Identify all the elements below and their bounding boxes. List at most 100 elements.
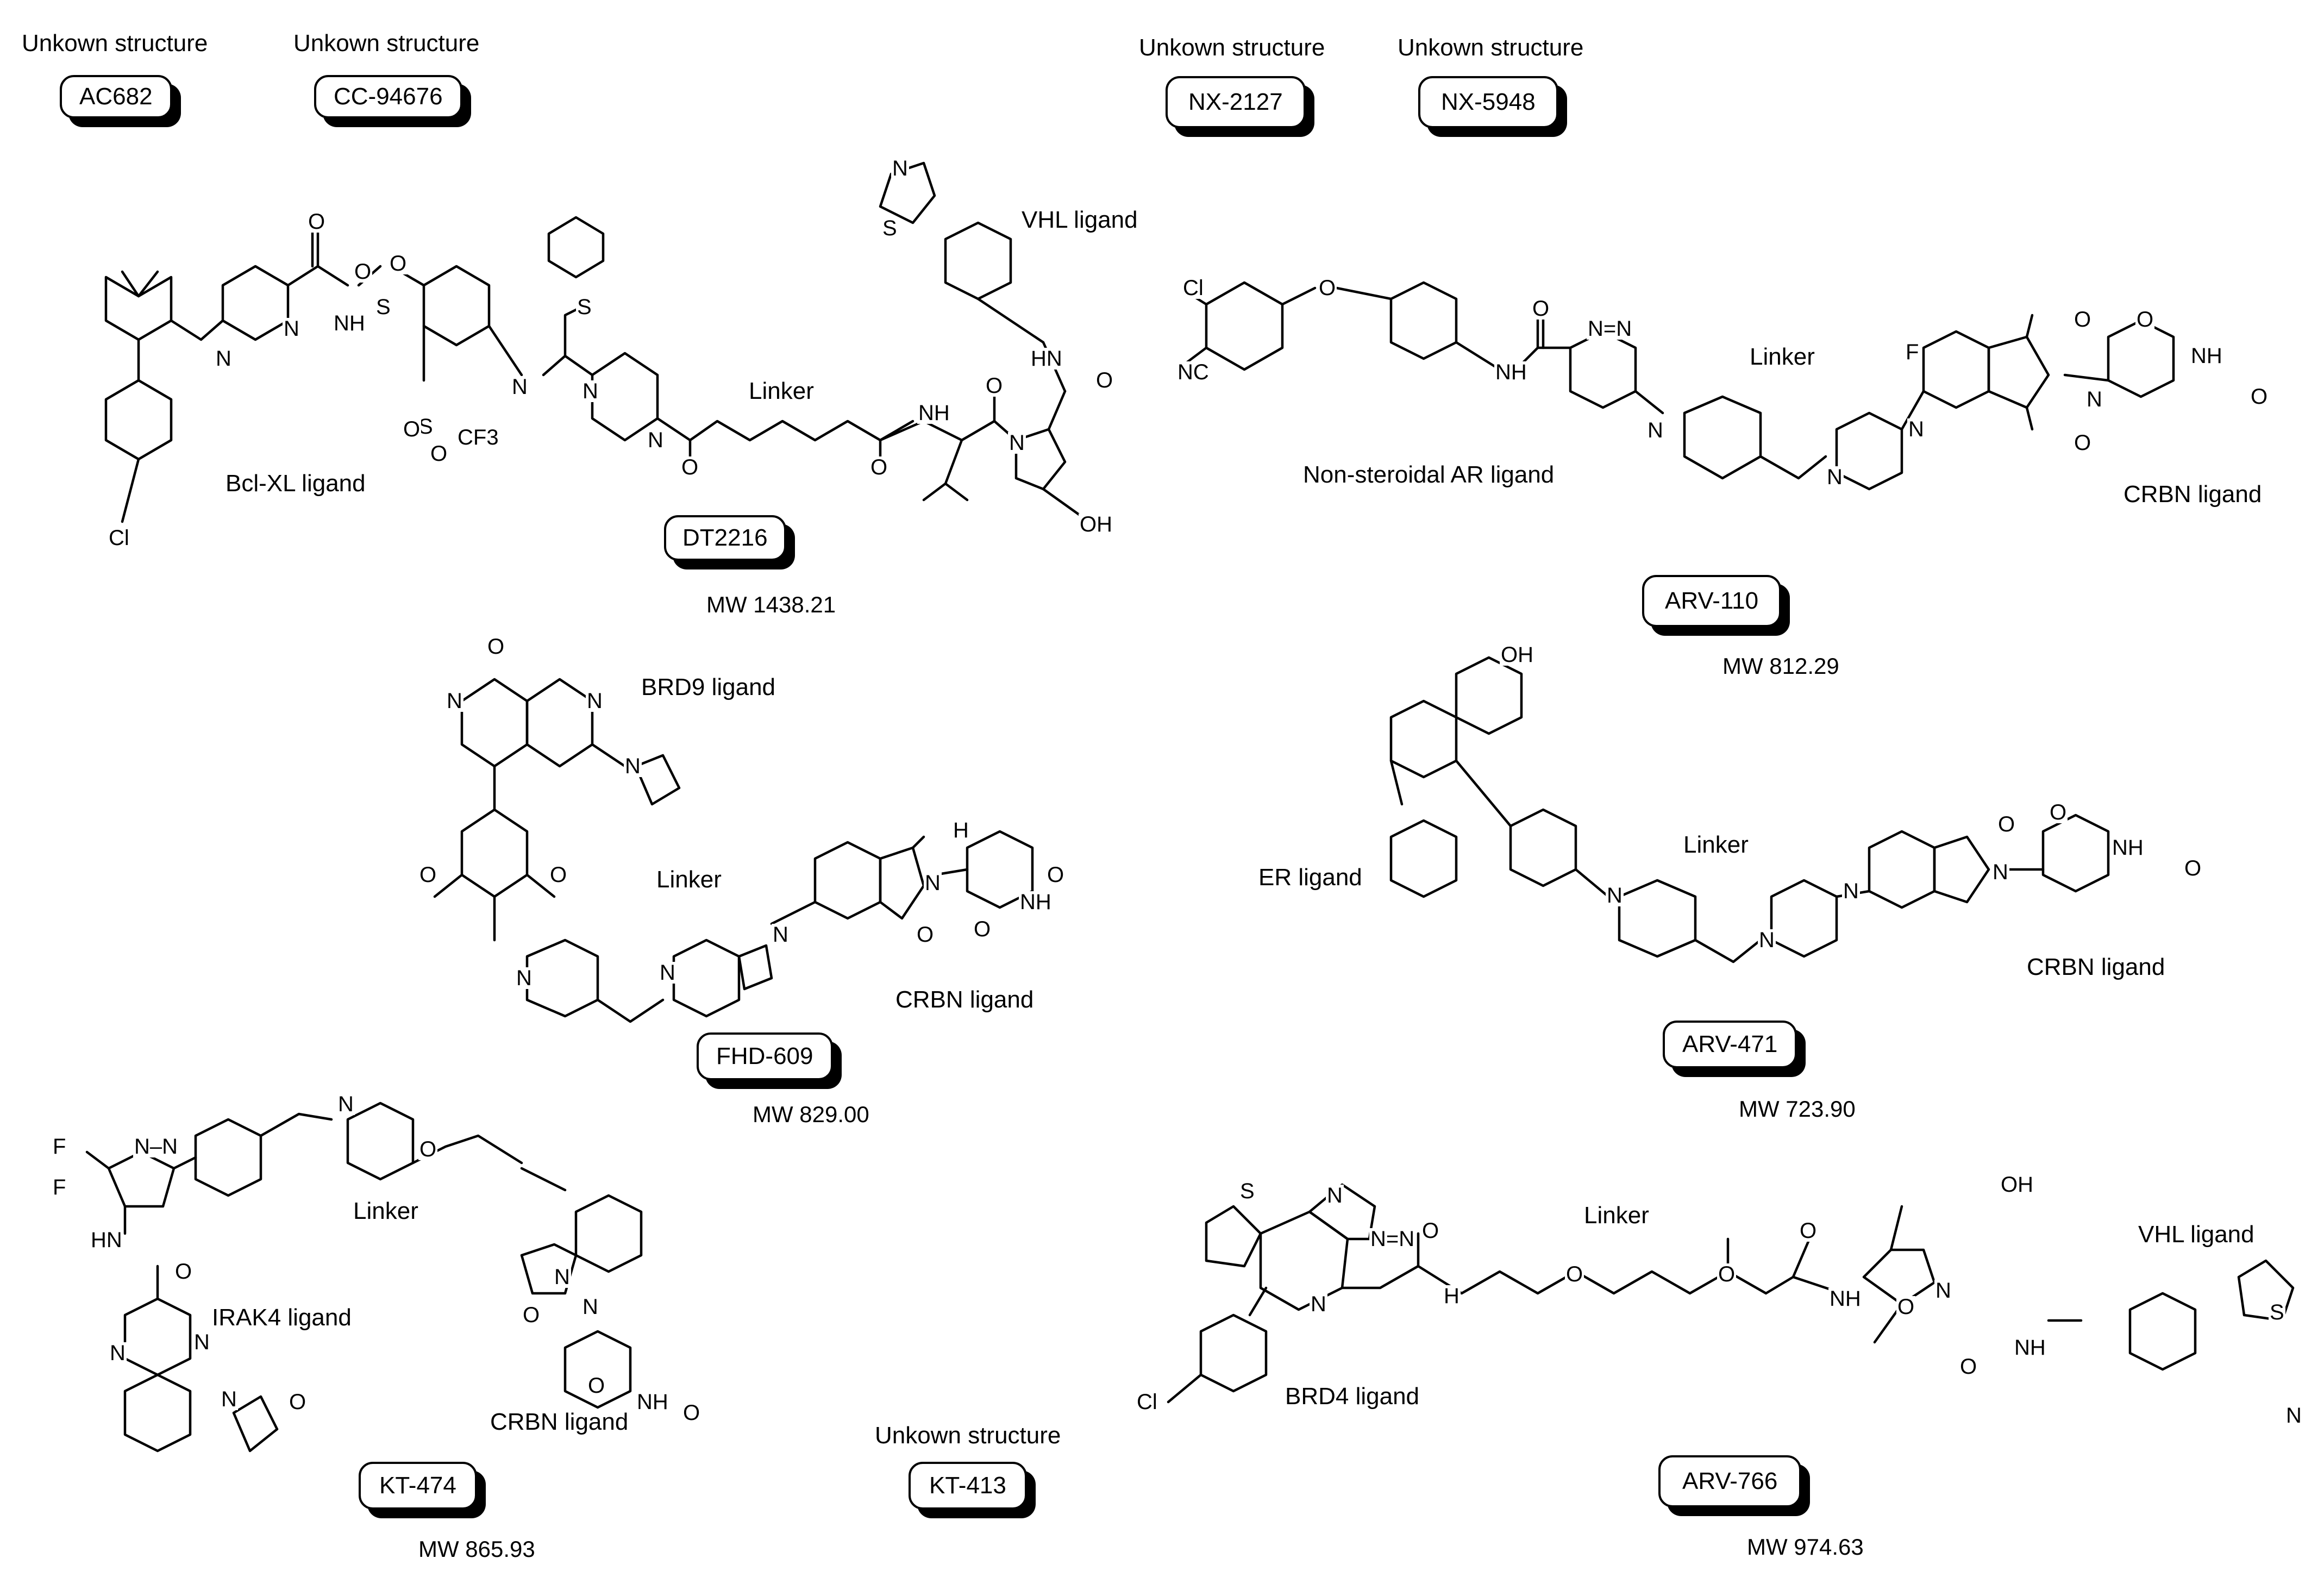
kt474-badge-wrap: KT-474 — [359, 1462, 486, 1518]
fhd609-atom-n1: N — [446, 689, 463, 713]
kt474-e3-label: CRBN ligand — [490, 1409, 629, 1435]
nx2127-badge-wrap: NX-2127 — [1166, 76, 1314, 137]
dt2216-atom-o3: O — [389, 252, 408, 276]
arv471-atom-n1: N — [1606, 884, 1624, 907]
dt2216-atom-n4: N — [581, 379, 599, 403]
dt2216-atom-o8: O — [985, 374, 1004, 398]
kt474-linker-label: Linker — [353, 1198, 418, 1224]
dt2216-mw: MW 1438.21 — [706, 592, 836, 617]
arv766-atom-nn: N=N — [1369, 1227, 1416, 1251]
fhd609-atom-n3: N — [624, 754, 642, 778]
kt474-atom-n1: N — [109, 1341, 127, 1365]
arv110-atom-n4: N — [2085, 387, 2103, 411]
dt2216-atom-n6: N — [1008, 431, 1026, 455]
fhd609-atom-o3: O — [549, 863, 568, 887]
nx5948-badge-wrap: NX-5948 — [1418, 76, 1567, 137]
dt2216-atom-o5: O — [429, 442, 449, 466]
arv110-atom-o6: O — [2250, 385, 2269, 409]
cc94676-unknown-label: Unkown structure — [293, 30, 480, 57]
arv110-mw: MW 812.29 — [1722, 653, 1839, 679]
arv471-e3-label: CRBN ligand — [2027, 954, 2165, 980]
kt474-atom-o1: O — [174, 1260, 193, 1284]
kt474-atom-o5: O — [587, 1374, 606, 1398]
arv471-ligand-label: ER ligand — [1258, 864, 1362, 891]
dt2216-atom-n5: N — [647, 428, 665, 452]
arv766-atom-n3: N — [1934, 1279, 1952, 1303]
arv110-atom-f: F — [1905, 340, 1920, 364]
ac682-unknown-label: Unkown structure — [22, 30, 208, 57]
fhd609-atom-o6: O — [973, 917, 992, 941]
kt474-atom-o3: O — [418, 1137, 438, 1161]
arv766-atom-nh2: NH — [1828, 1287, 1862, 1311]
dt2216-atom-o6: O — [680, 455, 700, 479]
arv471-atom-o2: O — [2049, 800, 2068, 824]
arv766-atom-o2: O — [1565, 1262, 1584, 1286]
arv110-badge-wrap: ARV-110 — [1642, 575, 1790, 636]
dt2216-atom-n7: N — [891, 157, 909, 180]
arv766-structure — [1167, 1183, 2295, 1404]
fhd609-atom-h: H — [952, 818, 970, 842]
arv471-badge: ARV-471 — [1663, 1021, 1797, 1068]
arv471-linker-label: Linker — [1683, 831, 1749, 858]
dt2216-atom-s1: S — [375, 295, 392, 319]
arv110-atom-nc: NC — [1176, 360, 1210, 384]
dt2216-e3-label: VHL ligand — [1022, 206, 1138, 233]
kt413-badge-wrap: KT-413 — [909, 1462, 1036, 1518]
fhd609-badge: FHD-609 — [697, 1032, 833, 1080]
arv110-atom-n1: N — [1646, 418, 1664, 442]
fhd609-mw: MW 829.00 — [753, 1101, 869, 1127]
dt2216-atom-s4: S — [881, 216, 898, 240]
kt474-atom-o2: O — [288, 1390, 308, 1414]
kt474-atom-n5: N — [553, 1265, 571, 1289]
kt474-ligand-label: IRAK4 ligand — [212, 1304, 352, 1331]
arv766-ligand-label: BRD4 ligand — [1285, 1383, 1420, 1410]
kt474-atom-n4: N — [337, 1092, 355, 1116]
kt413-badge: KT-413 — [909, 1462, 1027, 1510]
dt2216-atom-o7: O — [869, 455, 889, 479]
fhd609-atom-n2: N — [586, 689, 604, 713]
dt2216-atom-nh: NH — [333, 311, 366, 335]
kt474-atom-f1: F — [52, 1135, 67, 1159]
nx2127-badge: NX-2127 — [1166, 76, 1306, 128]
dt2216-ligand-label: Bcl-XL ligand — [225, 470, 366, 497]
kt474-mw: MW 865.93 — [418, 1536, 535, 1562]
cc94676-badge: CC-94676 — [314, 75, 462, 118]
kt474-atom-o6: O — [682, 1401, 701, 1425]
fhd609-atom-o1: O — [486, 635, 506, 659]
arv110-atom-o5: O — [2135, 308, 2155, 331]
kt413-unknown-label: Unkown structure — [875, 1422, 1061, 1449]
nx5948-unknown-label: Unkown structure — [1398, 34, 1584, 61]
arv110-atom-o2: O — [1531, 297, 1551, 321]
kt474-atom-nnn: N–N — [133, 1135, 179, 1159]
kt474-badge: KT-474 — [359, 1462, 477, 1510]
arv766-linker-label: Linker — [1584, 1202, 1649, 1229]
arv471-atom-n4: N — [1991, 860, 2009, 884]
arv766-atom-o6: O — [1959, 1355, 1978, 1379]
arv110-atom-n3: N — [1907, 417, 1925, 441]
dt2216-atom-n3: N — [511, 375, 529, 399]
arv471-atom-n3: N — [1842, 879, 1860, 903]
fhd609-atom-o4: O — [916, 923, 935, 947]
arv471-structure — [1389, 656, 2110, 963]
dt2216-atom-o1: O — [307, 210, 327, 234]
arv766-badge-wrap: ARV-766 — [1658, 1455, 1811, 1516]
arv766-atom-nh3: NH — [2013, 1336, 2047, 1360]
arv110-atom-o3: O — [2073, 308, 2093, 331]
kt474-atom-nh2: NH — [636, 1390, 669, 1414]
fhd609-structure — [433, 678, 1034, 1023]
arv110-atom-o1: O — [1318, 276, 1337, 300]
dt2216-atom-cf3: CF3 — [456, 425, 500, 449]
arv471-atom-oh: OH — [1500, 643, 1534, 667]
kt474-atom-n2: N — [193, 1330, 211, 1354]
arv766-e3-label: VHL ligand — [2138, 1221, 2254, 1248]
fhd609-linker-label: Linker — [656, 866, 722, 893]
ac682-badge-wrap: AC682 — [60, 75, 181, 127]
kt474-atom-n6: N — [581, 1295, 599, 1319]
dt2216-atom-oh: OH — [1079, 512, 1113, 536]
fhd609-badge-wrap: FHD-609 — [697, 1032, 842, 1089]
dt2216-atom-hn: HN — [1030, 347, 1063, 371]
arv110-atom-n2: N — [1826, 465, 1844, 489]
dt2216-atom-n1: N — [215, 347, 233, 371]
arv766-atom-n1: N — [1326, 1184, 1344, 1207]
arv766-atom-s2: S — [2269, 1300, 2285, 1324]
